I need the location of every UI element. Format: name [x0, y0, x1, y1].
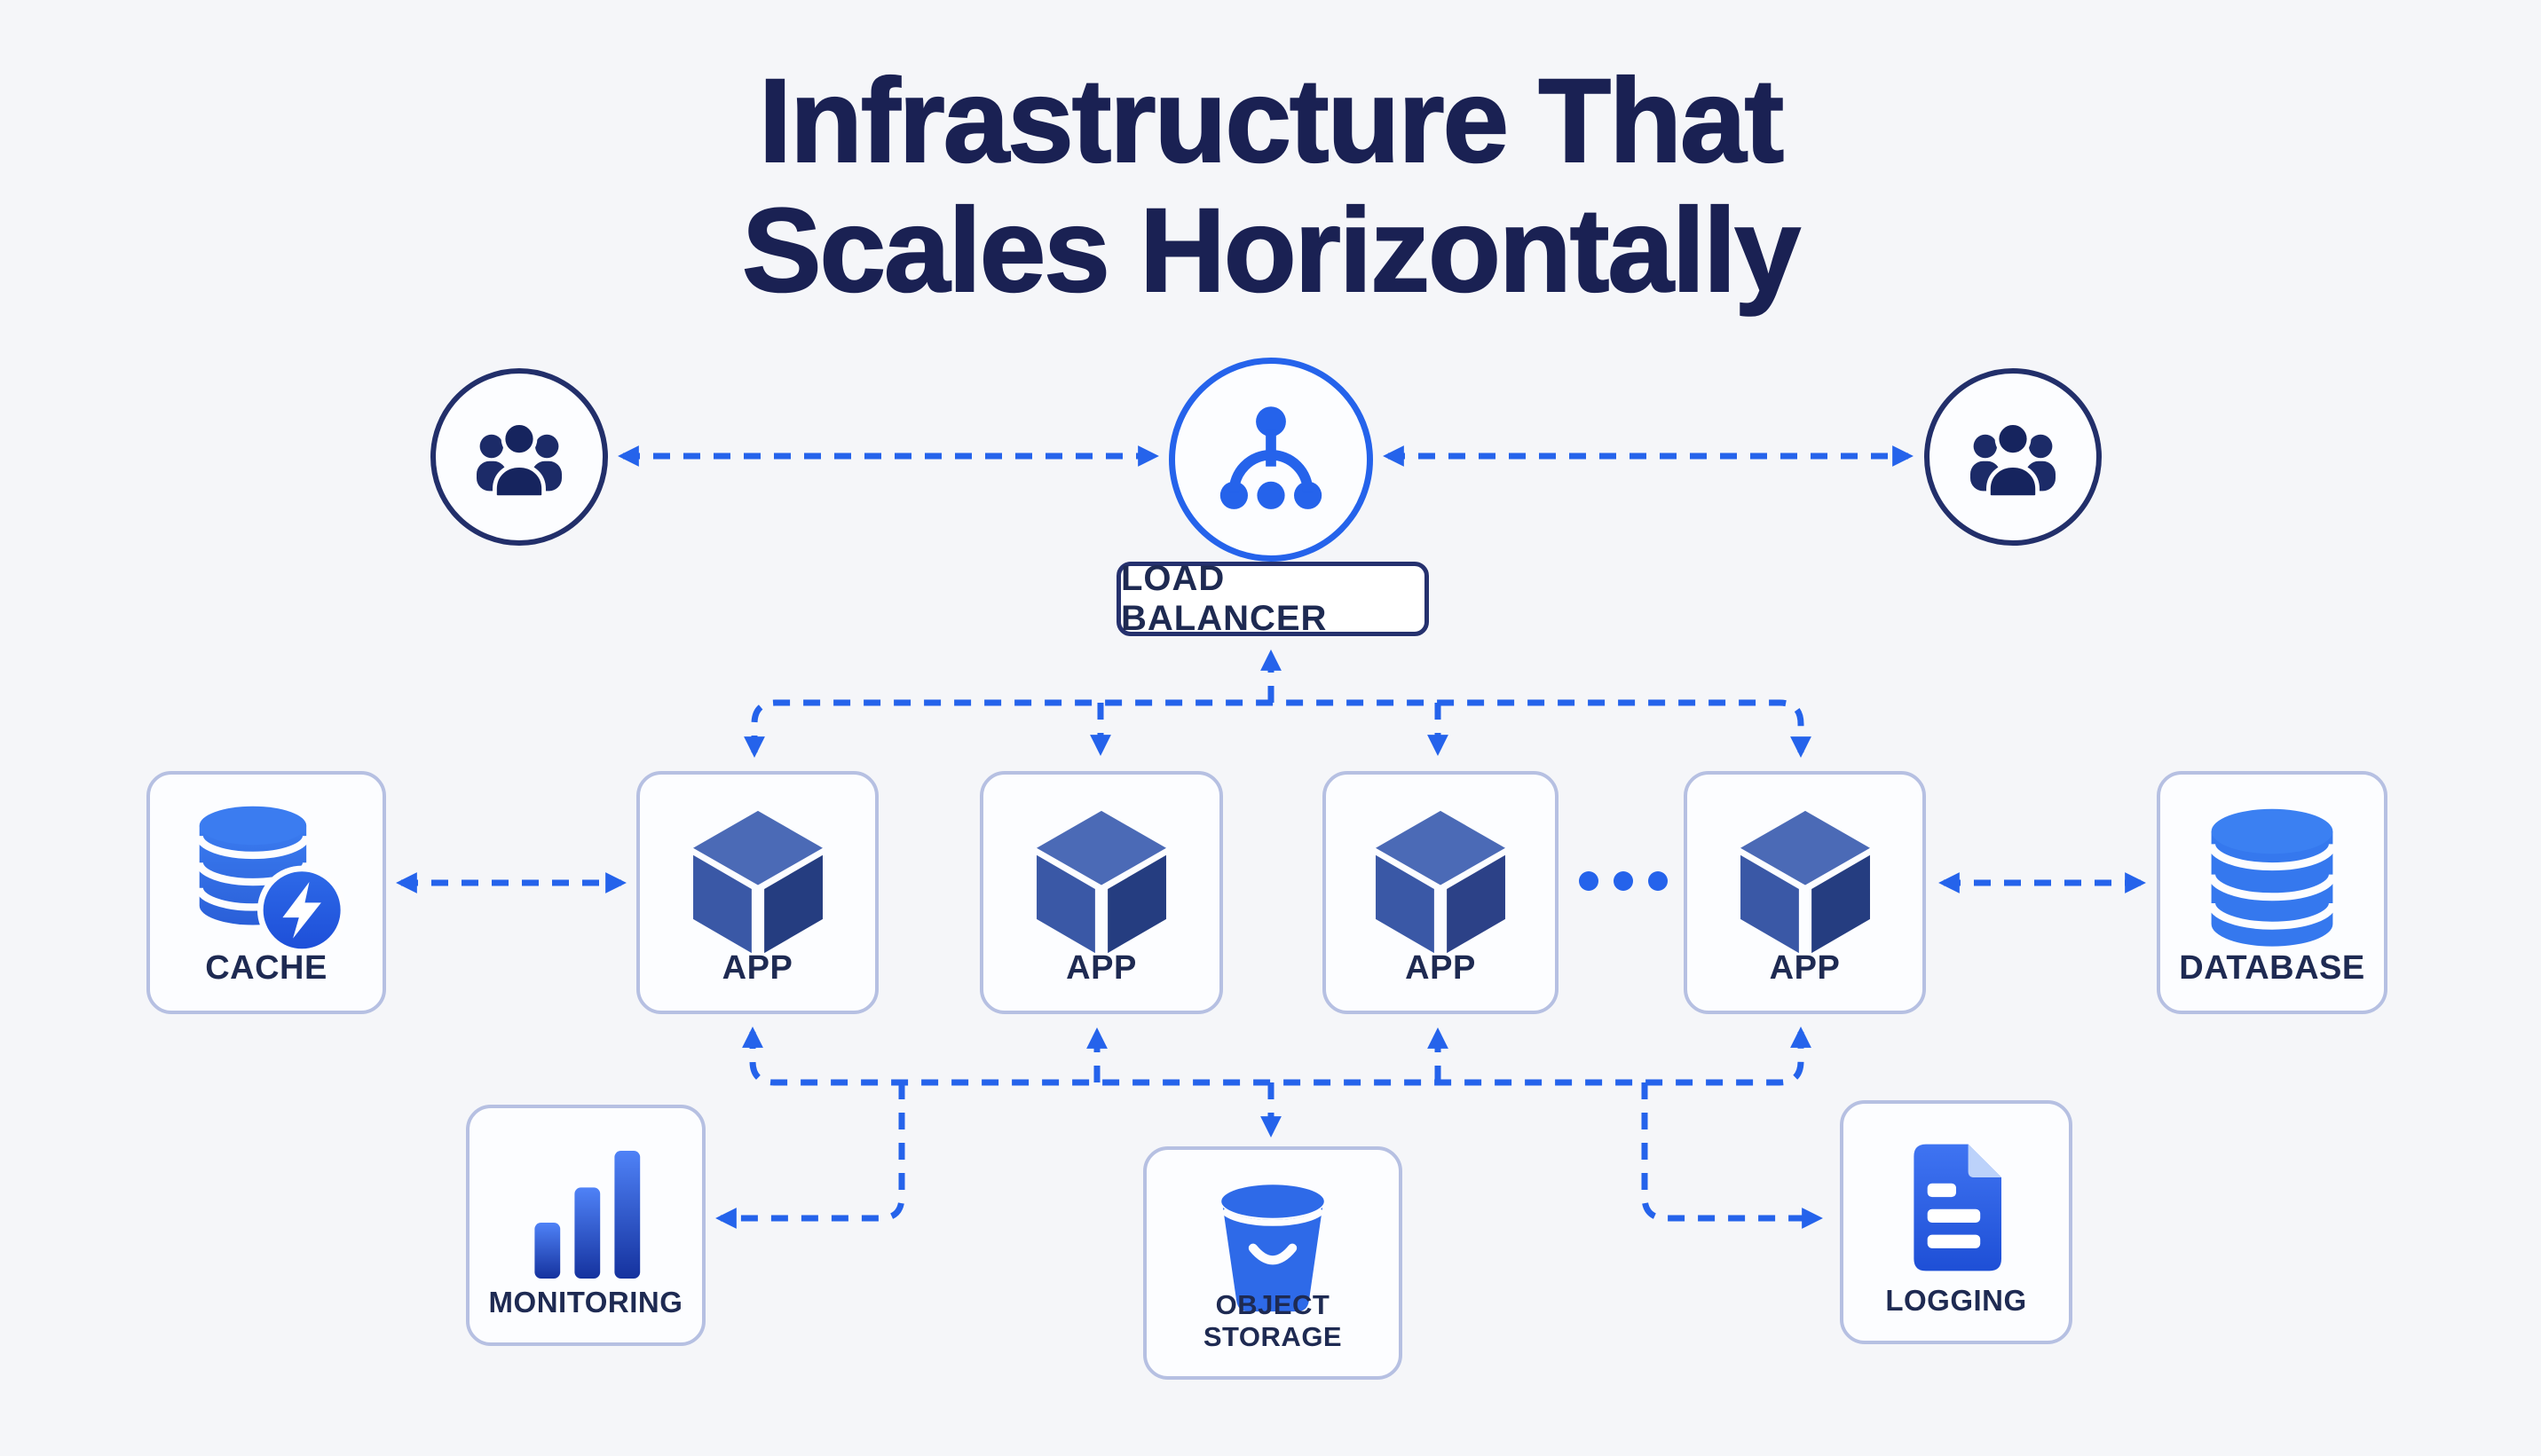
app1-label: APP — [722, 949, 793, 987]
app2-label: APP — [1066, 949, 1137, 987]
cube-icon — [692, 810, 823, 954]
load-balancer-label: LOAD BALANCER — [1117, 559, 1429, 638]
app3-label: APP — [1405, 949, 1476, 987]
ellipsis-dot — [1648, 871, 1668, 891]
logging-label: LOGGING — [1885, 1284, 2027, 1317]
cache-node: CACHE — [146, 771, 386, 1014]
app3-node: APP — [1322, 771, 1559, 1014]
ellipsis-dot — [1579, 871, 1598, 891]
scaling-ellipsis — [1579, 871, 1668, 891]
cache-label: CACHE — [205, 949, 327, 987]
database-cylinder-icon — [2207, 808, 2337, 947]
load-balancer-icon — [1219, 406, 1322, 509]
ellipsis-dot — [1614, 871, 1633, 891]
users-right-node — [1924, 368, 2102, 546]
page-title-line1: Infrastructure That — [758, 55, 1785, 187]
page-title-line2: Scales Horizontally — [741, 185, 1802, 317]
users-group-icon — [1970, 421, 2056, 500]
app1-node: APP — [636, 771, 879, 1014]
arrow-bus-to-logging — [1641, 1082, 1823, 1229]
page-title: Infrastructure That Scales Horizontally — [0, 55, 2541, 317]
cube-icon — [1740, 810, 1870, 954]
cache-database-lightning-icon — [195, 806, 347, 955]
monitoring-label: MONITORING — [488, 1286, 683, 1318]
app4-label: APP — [1769, 949, 1841, 987]
logging-node: LOGGING — [1840, 1100, 2072, 1344]
bar-chart-icon — [534, 1151, 641, 1279]
load-balancer-node — [1169, 358, 1373, 562]
arrow-bus-to-monitoring — [715, 1082, 905, 1229]
cube-icon — [1376, 810, 1505, 954]
users-left-node — [430, 368, 608, 546]
document-icon — [1914, 1144, 2001, 1271]
bucket-icon — [1220, 1184, 1325, 1312]
app2-node: APP — [980, 771, 1223, 1014]
object-storage-label: OBJECT STORAGE — [1203, 1289, 1343, 1352]
users-group-icon — [477, 421, 562, 500]
lb-distribution-bus — [744, 699, 1811, 758]
services-bus — [742, 1027, 1811, 1086]
load-balancer-label-text: LOAD BALANCER — [1121, 559, 1328, 638]
database-label: DATABASE — [2179, 949, 2365, 987]
database-node: DATABASE — [2157, 771, 2387, 1014]
monitoring-node: MONITORING — [466, 1105, 706, 1346]
cube-icon — [1037, 810, 1166, 954]
app4-node: APP — [1684, 771, 1926, 1014]
object-storage-node: OBJECT STORAGE — [1143, 1146, 1402, 1380]
